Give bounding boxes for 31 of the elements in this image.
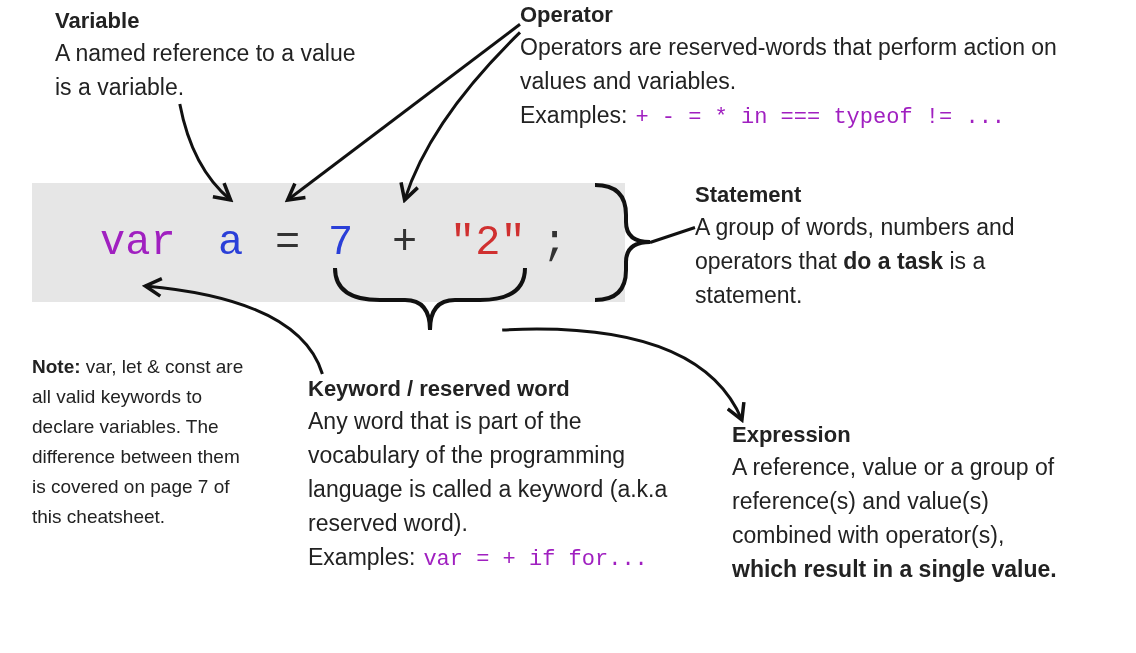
heading: Expression	[732, 421, 852, 449]
code-token: a	[218, 200, 244, 286]
code-examples: + - = * in === typeof != ...	[635, 105, 1006, 130]
arrow	[285, 23, 521, 202]
examples-label: Examples:	[520, 102, 628, 128]
code-token: var	[100, 200, 176, 286]
code-token: ;	[542, 200, 568, 286]
arrow	[178, 103, 233, 202]
arrow	[502, 327, 745, 422]
examples-label: Examples:	[308, 544, 416, 570]
description: Any word that is part of the vocabulary of the programming language is called a keyword (a.k.a reserved word).	[308, 407, 668, 538]
heading: Statement	[695, 181, 803, 209]
code-token: =	[275, 200, 301, 286]
description: A group of words, numbers and operators that do a task is a statement.	[695, 213, 1016, 310]
connector-line	[649, 226, 696, 244]
code-token: 7	[328, 200, 354, 286]
arrow	[399, 31, 522, 202]
code-examples: var = + if for...	[423, 547, 648, 572]
heading: Variable	[55, 7, 141, 35]
code-band	[32, 183, 625, 302]
curly-brace	[594, 183, 652, 302]
description: A reference, value or a group of reference(s) and value(s) combined with operator(s), which result in a single value.	[732, 453, 1058, 584]
description: Operators are reserved-words that perform action on values and variables.	[520, 33, 1058, 96]
description: A named reference to a value is a variable.	[55, 39, 357, 102]
heading: Keyword / reserved word	[308, 375, 571, 403]
heading: Operator	[520, 1, 614, 29]
curly-brace	[333, 267, 527, 332]
code-token: +	[392, 200, 418, 286]
note-text: Note: var, let & const are all valid keywords to declare variables. The difference between them is covered on page 7 of this cheatsheet.	[32, 355, 245, 529]
arrow	[143, 277, 324, 375]
code-token: "2"	[450, 200, 526, 286]
